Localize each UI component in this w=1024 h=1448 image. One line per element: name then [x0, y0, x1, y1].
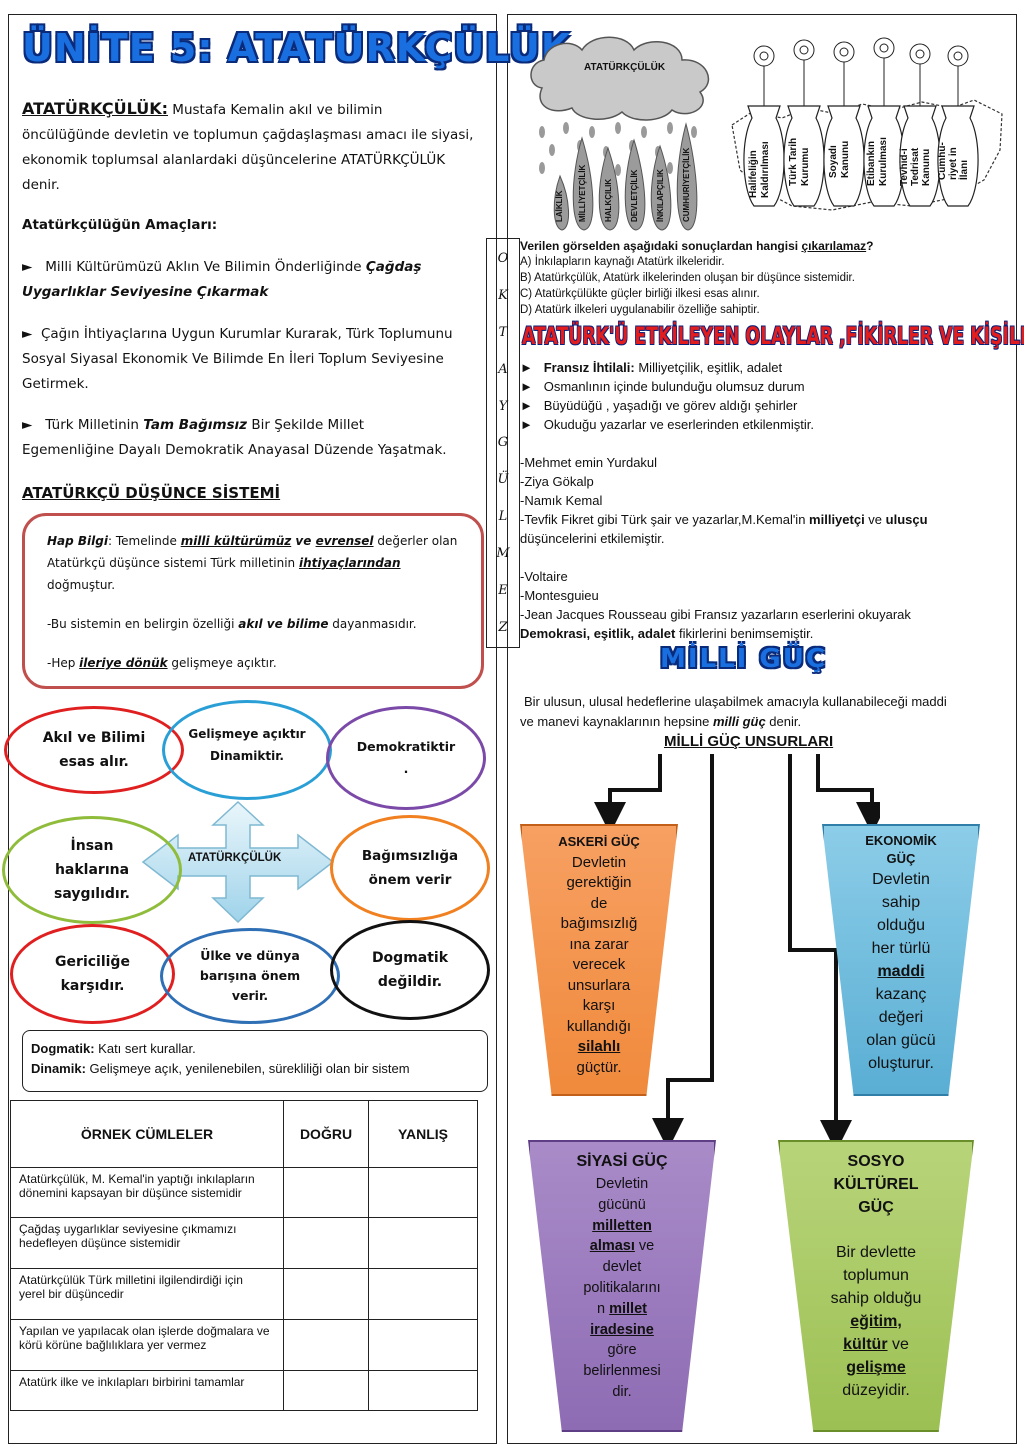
- table-row: Atatürk ilke ve inkılapları birbirini ta…: [10, 1370, 478, 1411]
- turkish-writer: -Tevfik Fikret gibi Türk şair ve yazarla…: [520, 512, 928, 527]
- hap-bilgi-box: Hap Bilgi: Temelinde milli kültürümüz ve…: [22, 513, 484, 689]
- bullet-icon: ►: [22, 259, 33, 275]
- system-heading: ATATÜRKÇÜ DÜŞÜNCE SİSTEMİ: [22, 484, 281, 502]
- table-row: Yapılan ve yapılacak olan işlerde doğmal…: [10, 1319, 478, 1371]
- influence-item: ► Büyüdüğü , yaşadığı ve görev aldığı şe…: [520, 398, 798, 413]
- bullet-icon: ►: [520, 417, 533, 432]
- dogru-cell[interactable]: [283, 1268, 369, 1320]
- aim-item: ► Çağın İhtiyaçlarına Uygun Kurumlar Kur…: [22, 326, 453, 392]
- definition-term: ATATÜRKÇÜLÜK:: [22, 99, 169, 118]
- center-label: ATATÜRKÇÜLÜK: [188, 852, 282, 864]
- french-writer: -Jean Jacques Rousseau gibi Fransız yaza…: [520, 607, 911, 622]
- yanlis-cell[interactable]: [368, 1370, 478, 1411]
- question-option: B) Atatürkçülük, Atatürk ilkelerinden ol…: [520, 272, 855, 284]
- drop-label: LAİKLİK: [555, 190, 564, 222]
- question-option: A) İnkılapların kaynağı Atatürk ilkeleri…: [520, 256, 725, 268]
- question-option: C) Atatürkçülükte güçler birliği ilkesi …: [520, 288, 760, 300]
- bullet-icon: ►: [22, 326, 33, 342]
- dogru-cell[interactable]: [283, 1319, 369, 1371]
- turkish-writer: -Mehmet emin Yurdakul: [520, 455, 658, 470]
- sosyo-kulturel-guc-box: SOSYO KÜLTÜREL GÜÇ Bir devlette toplumun…: [778, 1140, 974, 1432]
- turkish-writer: -Ziya Gökalp: [520, 474, 594, 489]
- table-row: Atatürkçülük Türk milletini ilgilendirdi…: [10, 1268, 478, 1320]
- table-header: ÖRNEK CÜMLELER: [10, 1100, 284, 1168]
- page-title: ÜNİTE 5: ATATÜRKÇÜLÜK: [22, 26, 572, 70]
- aims-heading: Atatürkçülüğün Amaçları:: [22, 217, 218, 233]
- yanlis-cell[interactable]: [368, 1217, 478, 1269]
- dogmatik-dinamik-box: Dogmatik: Katı sert kurallar. Dinamik: G…: [22, 1030, 488, 1092]
- drop-label: İNKILAPÇILIK: [656, 169, 665, 222]
- yanlis-cell[interactable]: [368, 1319, 478, 1371]
- influence-item: ► Okuduğu yazarlar ve eserlerinden etkil…: [520, 417, 814, 432]
- table-header: YANLIŞ: [368, 1100, 478, 1168]
- units-connectors: [594, 754, 880, 1150]
- bullet-icon: ►: [22, 417, 33, 433]
- influence-item: ► Osmanlının içinde bulunduğu olumsuz du…: [520, 379, 805, 394]
- left-panel: [8, 14, 497, 1444]
- bullet-icon: ►: [520, 379, 533, 394]
- drop-label: CUMHURİYETÇİLİK: [682, 147, 691, 222]
- definition: ATATÜRKÇÜLÜK: Mustafa Kemalin akıl ve bi…: [22, 99, 474, 193]
- siyasi-guc-box: SİYASİ GÜÇ Devletin gücünü milletten alm…: [528, 1140, 716, 1432]
- cloud-label: ATATÜRKÇÜLÜK: [584, 62, 666, 73]
- yanlis-cell[interactable]: [368, 1167, 478, 1218]
- milli-guc-units-heading: MİLLİ GÜÇ UNSURLARI: [664, 733, 834, 750]
- aim-item: ► Milli Kültürümüzü Aklın Ve Bilimin Önd…: [22, 259, 422, 300]
- milli-guc-definition: Bir ulusun, ulusal hedeflerine ulaşabilm…: [520, 694, 947, 729]
- french-writer: -Voltaire: [520, 569, 568, 584]
- dogru-cell[interactable]: [283, 1167, 369, 1218]
- drop-label: DEVLETÇİLİK: [630, 169, 639, 222]
- question-stem: Verilen görselden aşağıdaki sonuçlardan …: [520, 239, 874, 253]
- oval-demokratik: Demokratiktir.: [326, 706, 486, 810]
- milli-guc-heading: MİLLİ GÜÇ: [660, 644, 827, 674]
- dogru-cell[interactable]: [283, 1370, 369, 1411]
- ornek-cumleler-table: ÖRNEK CÜMLELER DOĞRU YANLIŞ Atatürkçülük…: [10, 1100, 478, 1411]
- turkish-writer: -Namık Kemal: [520, 493, 603, 508]
- cloud-icon: [530, 36, 710, 231]
- bullet-icon: ►: [520, 398, 533, 413]
- influence-item: ► Fransız İhtilali: Milliyetçilik, eşitl…: [520, 360, 783, 375]
- yanlis-cell[interactable]: [368, 1268, 478, 1320]
- turkey-map-vases: [731, 37, 1003, 211]
- drop-label: HALKÇILIK: [604, 178, 613, 222]
- french-writer-summary: Demokrasi, eşitlik, adalet fikirlerini b…: [520, 626, 814, 641]
- center-arrow-cross: [141, 800, 335, 924]
- dogru-cell[interactable]: [283, 1217, 369, 1269]
- bullet-icon: ►: [520, 360, 533, 375]
- question-option: D) Atatürk ilkeleri uygulanabilir özelli…: [520, 304, 760, 316]
- turkish-writer-summary: düşüncelerini etkilemiştir.: [520, 531, 665, 546]
- table-header: DOĞRU: [283, 1100, 369, 1168]
- drop-label: MİLLİYETÇİLİK: [578, 164, 587, 222]
- aim-item: ► Türk Milletinin Tam Bağımsız Bir Şekil…: [22, 417, 447, 458]
- right-panel: [507, 14, 1017, 1444]
- influences-heading: ATATÜRK'Ü ETKİLEYEN OLAYLAR ,FİKİRLER VE…: [522, 322, 1024, 350]
- table-row: Atatürkçülük, M. Kemal'in yaptığı inkıla…: [10, 1167, 478, 1218]
- french-writer: -Montesguieu: [520, 588, 599, 603]
